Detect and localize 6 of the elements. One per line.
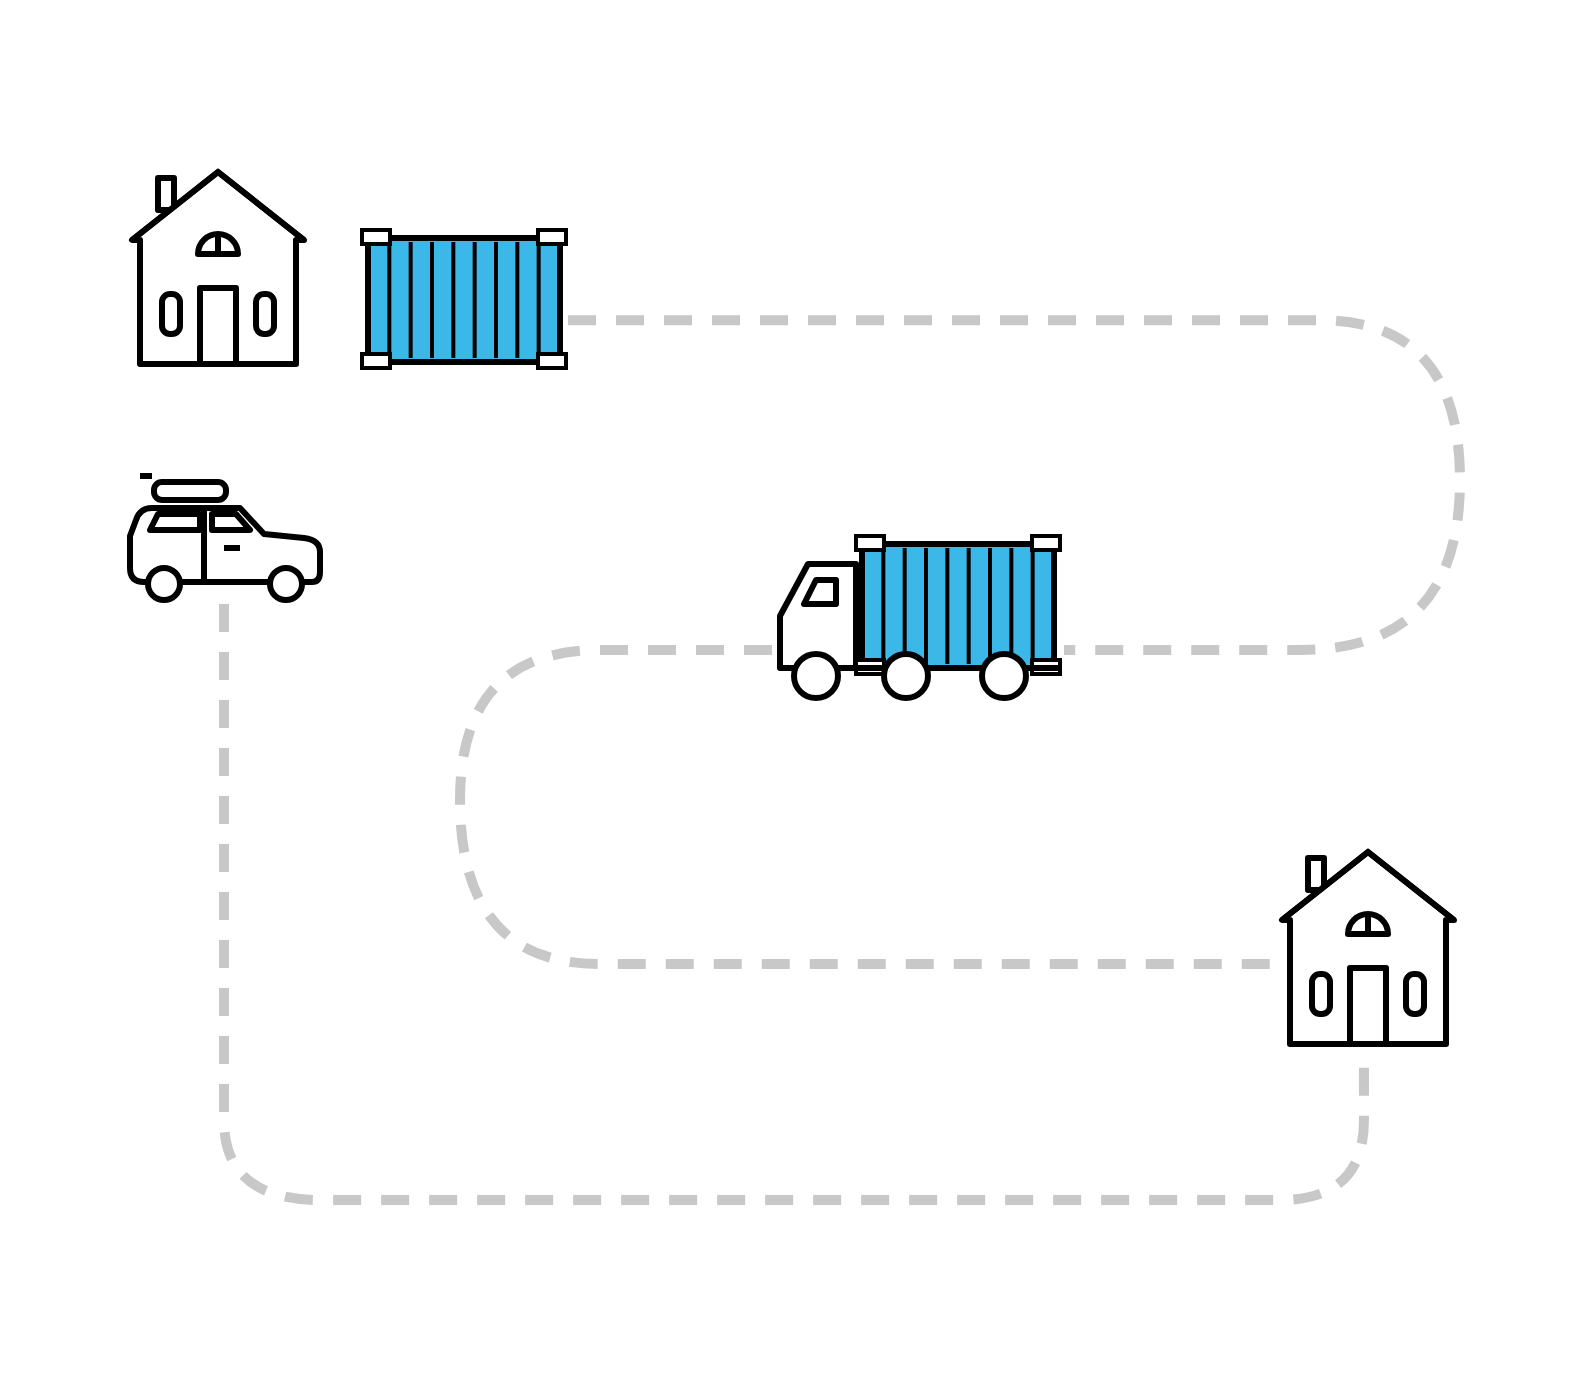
- house-icon: [124, 168, 312, 368]
- dashed-route-line: [568, 315, 1465, 655]
- car-icon: [124, 468, 324, 604]
- dashed-route-line: [455, 645, 1272, 969]
- dashed-route-line: [219, 604, 1369, 1205]
- truck-icon: [772, 532, 1064, 704]
